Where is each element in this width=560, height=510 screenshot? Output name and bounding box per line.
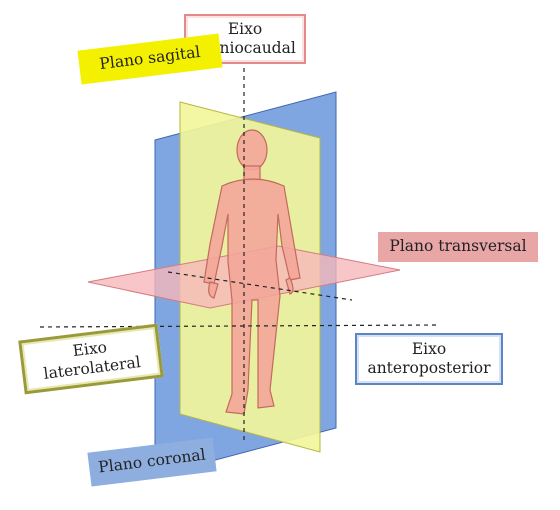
anteroposterior-axis bbox=[167, 271, 353, 301]
anteroposterior-axis-label: Eixo anteroposterior bbox=[355, 333, 503, 385]
craniocaudal-label-line1: Eixo bbox=[227, 20, 263, 38]
laterolateral-axis bbox=[39, 324, 437, 328]
axes bbox=[39, 68, 437, 440]
transverse-plane-label: Plano transversal bbox=[378, 232, 538, 262]
anteroposterior-label-line1: Eixo bbox=[411, 340, 447, 358]
anteroposterior-label-line2: anteroposterior bbox=[367, 359, 491, 377]
